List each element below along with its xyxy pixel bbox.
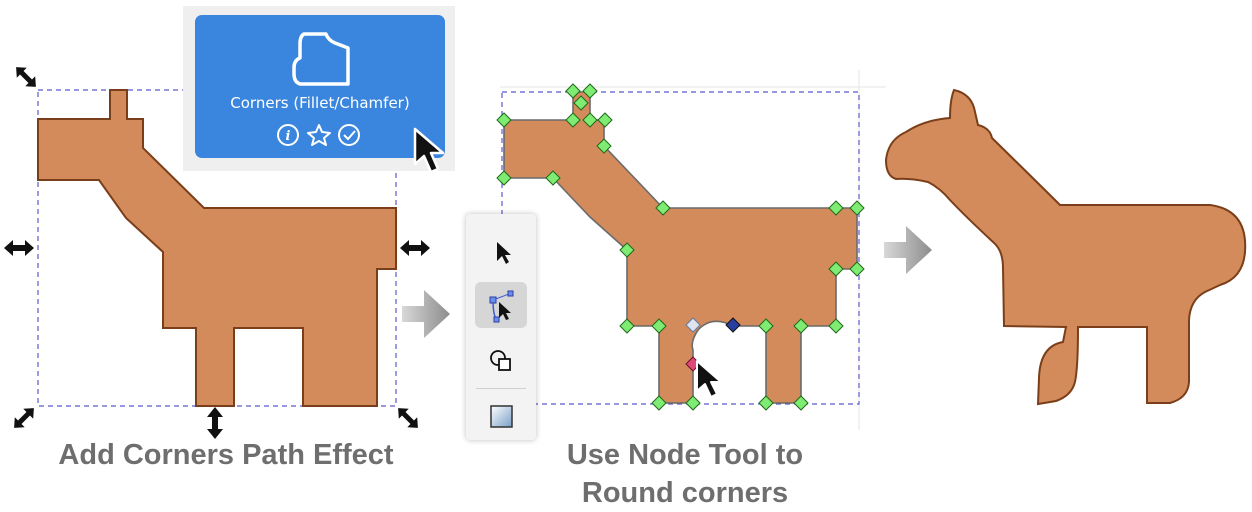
corners-lpe-icon — [292, 32, 350, 86]
left-selection[interactable] — [37, 89, 397, 407]
path-node — [849, 261, 865, 277]
path-node — [685, 395, 701, 411]
path-node — [619, 318, 635, 334]
scale-handle-left[interactable] — [4, 240, 34, 256]
lpe-card-corners[interactable] — [195, 15, 445, 158]
caption-middle-line1: Use Node Tool to — [566, 439, 804, 471]
path-node — [651, 395, 667, 411]
path-node — [545, 170, 561, 186]
scale-handle-bottom-right[interactable] — [393, 403, 423, 433]
lpe-card-actions: i — [277, 124, 360, 146]
path-node-selected[interactable] — [725, 317, 741, 333]
path-node — [619, 242, 635, 258]
path-node — [496, 170, 512, 186]
mouse-cursor-icon — [413, 127, 445, 174]
info-icon[interactable]: i — [277, 124, 299, 146]
caption-middle-line2: Round corners — [581, 477, 789, 509]
path-node — [828, 318, 844, 334]
arrow-right-icon — [884, 226, 932, 274]
scale-handle-bottom-left[interactable] — [9, 403, 39, 433]
node-tool-button[interactable] — [475, 282, 527, 328]
path-node — [596, 138, 612, 154]
path-node — [565, 112, 581, 128]
path-node — [597, 112, 613, 128]
giraffe-shape-left[interactable] — [37, 89, 397, 407]
lpe-card-title: Corners (Fillet/Chamfer) — [230, 94, 410, 112]
path-node — [565, 83, 581, 99]
path-node — [496, 112, 512, 128]
check-circle-icon[interactable] — [338, 124, 360, 146]
giraffe-shape-rounded[interactable] — [884, 88, 1247, 406]
shape-builder-tool-button[interactable] — [475, 338, 527, 384]
path-node — [793, 395, 809, 411]
arrow-right-icon — [402, 290, 450, 338]
scale-handle-right[interactable] — [400, 240, 430, 256]
path-node — [573, 95, 589, 111]
gradient-tool-icon — [490, 405, 513, 428]
giraffe-shape-middle[interactable] — [503, 91, 858, 404]
path-node — [793, 318, 809, 334]
star-icon[interactable] — [307, 124, 331, 146]
toolbox-divider — [476, 388, 526, 389]
middle-canvas — [500, 70, 886, 430]
svg-text:i: i — [286, 129, 291, 144]
path-node — [758, 318, 774, 334]
mouse-cursor-icon — [696, 360, 722, 398]
scale-handle-top-left[interactable] — [11, 62, 41, 92]
path-node — [651, 318, 667, 334]
path-node — [828, 261, 844, 277]
path-node — [828, 200, 844, 216]
path-node — [582, 112, 598, 128]
selector-tool-icon — [497, 242, 511, 264]
path-node — [849, 200, 865, 216]
selector-tool-button[interactable] — [475, 228, 527, 274]
path-node — [758, 395, 774, 411]
path-node-unselected[interactable] — [685, 317, 701, 333]
path-node — [582, 83, 598, 99]
gradient-tool-button[interactable] — [475, 394, 527, 440]
scale-handle-bottom[interactable] — [207, 407, 223, 439]
path-nodes[interactable] — [496, 83, 865, 411]
path-node — [655, 200, 671, 216]
shape-builder-tool-icon — [490, 350, 511, 371]
caption-left: Add Corners Path Effect — [58, 439, 394, 471]
node-tool-icon — [489, 290, 514, 323]
